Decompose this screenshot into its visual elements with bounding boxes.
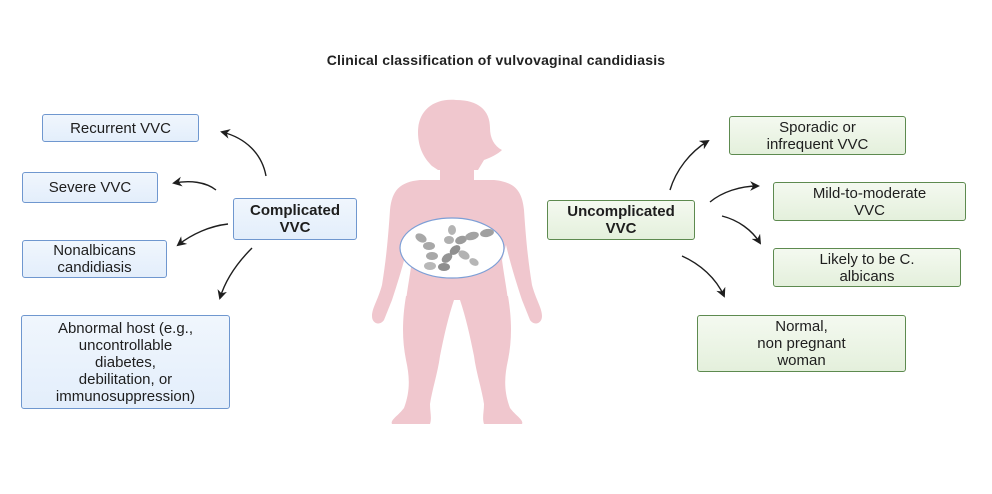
diagram-title: Clinical classification of vulvovaginal …: [326, 52, 666, 68]
arrow-to-likely-albicans: [721, 215, 762, 245]
arrow-to-recurrent: [220, 129, 267, 177]
arrow-to-mild-moderate: [709, 181, 760, 203]
candida-inset: [399, 217, 505, 279]
abnormal-host-box: Abnormal host (e.g., uncontrollable diab…: [21, 315, 230, 409]
sporadic-vvc-box: Sporadic or infrequent VVC: [729, 116, 906, 155]
arrow-to-abnormal-host: [217, 247, 253, 300]
yeast-cells-icon: [415, 225, 494, 271]
recurrent-vvc-box: Recurrent VVC: [42, 114, 199, 142]
arrow-to-sporadic: [669, 139, 710, 191]
normal-non-pregnant-woman-box: Normal, non pregnant woman: [697, 315, 906, 372]
uncomplicated-vvc-box: Uncomplicated VVC: [547, 200, 695, 240]
arrow-to-severe: [172, 176, 217, 191]
complicated-vvc-box: Complicated VVC: [233, 198, 357, 240]
severe-vvc-box: Severe VVC: [22, 172, 158, 203]
complicated-arrows: [172, 129, 267, 300]
arrow-to-normal-woman: [681, 255, 726, 298]
mild-to-moderate-vvc-box: Mild-to-moderate VVC: [773, 182, 966, 221]
uncomplicated-arrows: [669, 139, 762, 298]
likely-c-albicans-box: Likely to be C. albicans: [773, 248, 961, 287]
arrow-to-nonalbicans: [176, 223, 229, 247]
nonalbicans-candidiasis-box: Nonalbicans candidiasis: [22, 240, 167, 278]
